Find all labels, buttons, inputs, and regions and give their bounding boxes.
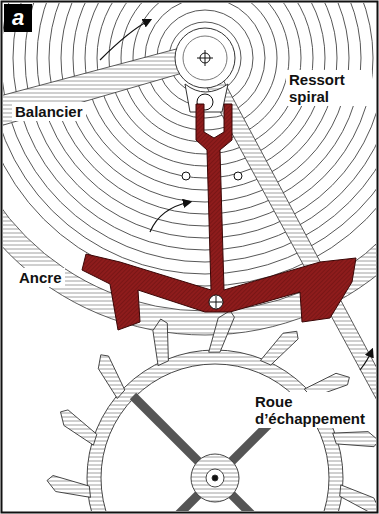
spiral-coil [3,3,376,286]
escape-tooth [47,476,91,498]
spiral-coil [3,3,376,262]
spiral-coil [13,3,376,250]
wheel-spoke [133,492,201,511]
panel-letter: a [4,4,32,32]
part-label: Ancre [16,268,65,287]
wheel-spoke [229,492,297,511]
escape-tooth [333,432,376,447]
spiral-coil [37,3,373,226]
part-label: Ressort spiral [286,70,372,106]
spiral-coil [49,3,361,214]
part-label: Balancier [12,102,86,121]
escape-tooth [260,331,298,365]
escape-tooth [61,410,97,445]
spiral-coil [169,22,241,94]
escape-tooth [98,355,125,399]
escape-tooth [340,485,376,511]
part-label: Roue d’échappement [252,392,362,428]
wheel-spoke [133,396,201,464]
escape-tooth [209,311,235,353]
escape-tooth [153,319,169,366]
